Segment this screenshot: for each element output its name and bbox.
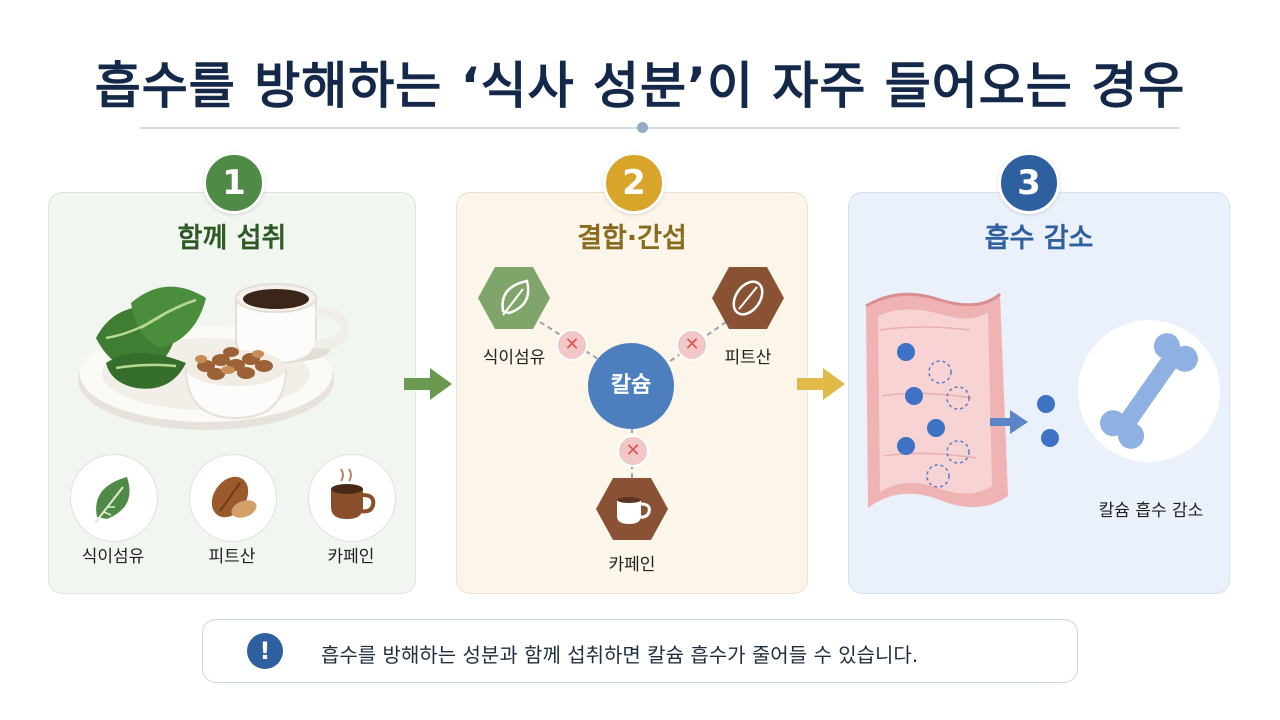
phytate-icon-circle <box>189 454 277 542</box>
page-title: 흡수를 방해하는 ‘식사 성분’이 자주 들어오는 경우 <box>94 57 1186 115</box>
intestine-illustration <box>865 292 1008 508</box>
step-2-number: 2 <box>603 152 665 214</box>
fiber-hex <box>477 265 551 331</box>
title-divider-dot <box>637 122 648 133</box>
fiber-icon-circle <box>70 454 158 542</box>
phytate-label: 피트산 <box>208 547 256 567</box>
bone-icon <box>1100 333 1198 449</box>
caffeine-label: 카페인 <box>327 547 375 567</box>
leaf-icon <box>501 279 530 316</box>
notice-text: 흡수를 방해하는 성분과 함께 섭취하면 칼슘 흡수가 줄어들 수 있습니다. <box>321 643 919 667</box>
coffee-cup-icon <box>617 497 651 524</box>
notice-box: ! 흡수를 방해하는 성분과 함께 섭취하면 칼슘 흡수가 줄어들 수 있습니다… <box>202 619 1078 683</box>
fiber-label: 식이섬유 <box>81 547 145 567</box>
close-icon: ✕ <box>676 329 708 361</box>
coffee-cup-icon <box>331 468 376 519</box>
absorption-arrow <box>990 410 1028 434</box>
step-3-number: 3 <box>998 152 1060 214</box>
seed-icon <box>211 476 257 518</box>
phytate-hex <box>711 265 785 331</box>
caffeine-hex <box>595 476 669 542</box>
step-arrow-2 <box>797 368 845 400</box>
step-3-title: 흡수 감소 <box>984 223 1094 254</box>
phytate-node-label: 피트산 <box>724 348 772 368</box>
caffeine-node-label: 카페인 <box>608 555 656 575</box>
step-1-number: 1 <box>203 152 265 214</box>
exclamation-icon: ! <box>247 633 283 669</box>
step-1-title: 함께 섭취 <box>177 223 287 254</box>
step-2-title: 결합·간섭 <box>577 223 687 254</box>
fiber-node-label: 식이섬유 <box>482 348 546 368</box>
step-arrow-1 <box>404 368 452 400</box>
bone-circle <box>1078 320 1220 462</box>
close-icon: ✕ <box>617 435 649 467</box>
title-divider <box>140 127 1180 129</box>
leaf-icon <box>94 477 130 524</box>
free-calcium-dots <box>1037 395 1059 447</box>
close-icon: ✕ <box>556 329 588 361</box>
absorbed-calcium-dots <box>897 343 945 455</box>
result-label: 칼슘 흡수 감소 <box>1098 501 1204 521</box>
caffeine-icon-circle <box>308 454 396 542</box>
seed-icon <box>732 280 764 316</box>
meal-illustration <box>78 283 349 430</box>
calcium-node: 칼슘 <box>588 343 674 429</box>
